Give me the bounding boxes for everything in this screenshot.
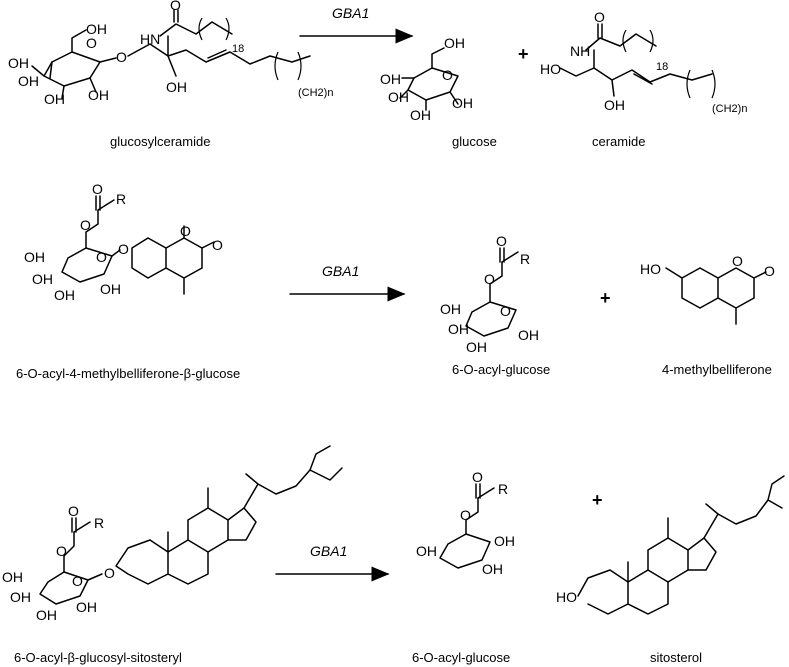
atom-OH: OH xyxy=(494,533,515,549)
atom-R: R xyxy=(520,251,530,267)
atom-OH: OH xyxy=(166,79,187,95)
glucosylceramide-structure: O OH OH OH OH OH O HN OH O 18 (CH2)n xyxy=(8,0,333,107)
methylbelliferone-structure: HO O O xyxy=(640,253,775,325)
atom-OH: OH xyxy=(440,301,461,317)
atom-OH: OH xyxy=(76,599,97,615)
atom-OH: OH xyxy=(100,281,121,297)
glucose-structure: OH O OH OH OH OH xyxy=(380,35,473,123)
substrate-name: 6-O-acyl-4-methylbelliferone-β-glucose xyxy=(16,366,240,381)
atom-O: O xyxy=(116,49,127,65)
atom-HN: NH xyxy=(570,43,590,59)
atom-O: O xyxy=(96,249,107,265)
atom-O: O xyxy=(732,253,743,269)
atom-O: O xyxy=(484,271,495,287)
atom-OH: OH xyxy=(18,73,39,89)
atom-OH: OH xyxy=(32,271,53,287)
plus-sign: + xyxy=(592,490,603,510)
atom-OH: OH xyxy=(452,95,473,111)
product2-name: 4-methylbelliferone xyxy=(662,362,772,377)
product2-name: ceramide xyxy=(592,134,645,149)
atom-NH: HN xyxy=(140,31,160,47)
atom-O: O xyxy=(472,469,483,485)
atom-O: O xyxy=(180,223,191,239)
atom-O: O xyxy=(86,35,97,51)
atom-OH: OH xyxy=(448,321,469,337)
atom-OH: OH xyxy=(410,107,431,123)
atom-OH: OH xyxy=(88,87,109,103)
product2-name: sitosterol xyxy=(650,650,702,665)
atom-O: O xyxy=(118,241,129,257)
atom-OH: OH xyxy=(444,35,465,51)
atom-R: R xyxy=(94,515,104,531)
atom-OH: OH xyxy=(604,97,625,113)
atom-OH: OH xyxy=(466,339,487,355)
atom-HO: HO xyxy=(640,261,661,277)
product1-name: glucose xyxy=(452,134,497,149)
atom-OH: OH xyxy=(380,71,401,87)
atom-O: O xyxy=(594,9,605,25)
atom-HO: HO xyxy=(556,589,577,605)
atom-R: R xyxy=(116,191,126,207)
atom-O: O xyxy=(92,181,103,197)
atom-O: O xyxy=(72,573,83,589)
atom-R: R xyxy=(498,481,508,497)
plus-sign: + xyxy=(600,288,611,308)
atom-OH: HO xyxy=(540,61,561,77)
atom-OH: OH xyxy=(416,543,437,559)
atom-OH: OH xyxy=(2,569,23,585)
atom-OH: OH xyxy=(518,327,539,343)
chain-group: (CH2)n xyxy=(298,87,333,99)
atom-OH: OH xyxy=(36,607,57,623)
acyl-glucose-structure: O R O OH OH OH xyxy=(416,469,515,577)
atom-O: O xyxy=(104,565,115,581)
atom-O: O xyxy=(170,0,181,13)
atom-O: O xyxy=(68,503,79,519)
atom-OH: OH xyxy=(24,249,45,265)
enzyme-label: GBA1 xyxy=(322,263,359,279)
acyl-mub-glucose-structure: O R O O OH OH OH OH O O O xyxy=(24,181,223,303)
product1-name: 6-O-acyl-glucose xyxy=(412,650,510,665)
chain-subscript: 18 xyxy=(656,61,668,73)
substrate-name: glucosylceramide xyxy=(110,134,210,149)
atom-OH: OH xyxy=(8,55,29,71)
atom-O: O xyxy=(496,233,507,249)
atom-OH: OH xyxy=(10,589,31,605)
atom-O: O xyxy=(460,507,471,523)
atom-OH: OH xyxy=(86,21,107,37)
chain-subscript: 18 xyxy=(232,43,244,55)
product1-name: 6-O-acyl-glucose xyxy=(452,362,550,377)
atom-O: O xyxy=(80,217,91,233)
atom-O: O xyxy=(212,237,223,253)
enzyme-label: GBA1 xyxy=(332,5,369,21)
reaction-1: O OH OH OH OH OH O HN OH O 18 (CH2)n xyxy=(8,0,747,149)
ceramide-structure: O NH HO OH 18 (CH2)n xyxy=(540,9,747,115)
atom-O: O xyxy=(56,543,67,559)
atom-O: O xyxy=(500,303,511,319)
atom-O: O xyxy=(442,67,453,83)
atom-O: O xyxy=(764,263,775,279)
atom-OH: OH xyxy=(388,89,409,105)
substrate-name: 6-O-acyl-β-glucosyl-sitosteryl xyxy=(14,650,182,665)
acyl-glucosyl-sitosteryl-structure: O R O O OH OH OH OH O xyxy=(2,445,343,623)
atom-OH: OH xyxy=(54,287,75,303)
enzyme-label: GBA1 xyxy=(310,543,347,559)
atom-OH: OH xyxy=(482,561,503,577)
reaction-2: O R O O OH OH OH OH O O O 6-O-acyl-4-met… xyxy=(16,181,775,381)
reaction-3: O R O O OH OH OH OH O 6-O-acyl-β-glucosy… xyxy=(2,445,785,665)
plus-sign: + xyxy=(518,44,529,64)
atom-OH: OH xyxy=(44,91,65,107)
acyl-glucose-structure: O R O O OH OH OH OH xyxy=(440,233,539,355)
sitosterol-structure: HO xyxy=(556,475,785,615)
chain-group: (CH2)n xyxy=(712,103,747,115)
